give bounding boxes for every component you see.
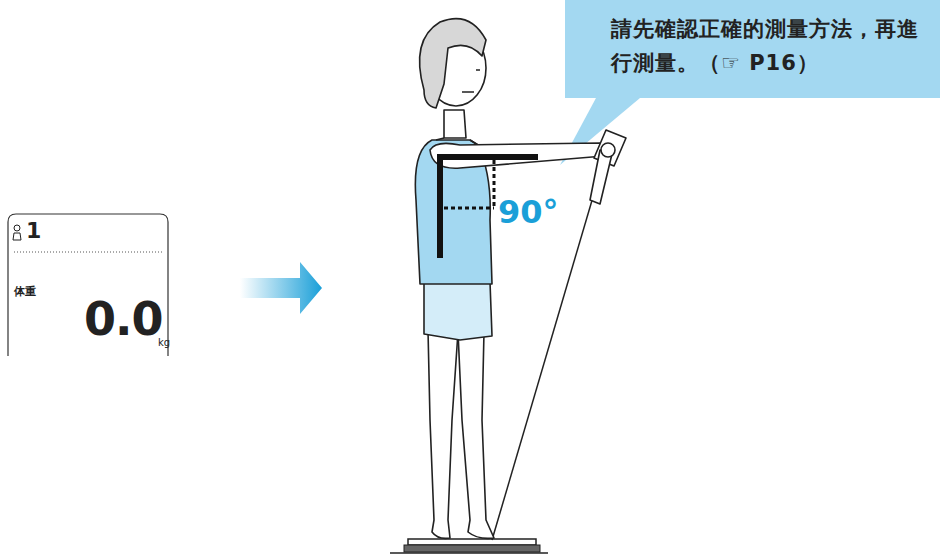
weight-value: 0.0 xyxy=(84,296,163,342)
arrow xyxy=(240,262,322,314)
angle-label: 90° xyxy=(498,196,559,228)
user-icon xyxy=(13,225,21,240)
bubble-text: 請先確認正確的測量方法，再進行測量。（☞ P16） xyxy=(611,12,920,80)
lcd-outline xyxy=(8,214,168,356)
scale xyxy=(390,539,548,553)
lcd-display: 1 体重 0.0kg xyxy=(8,214,168,356)
cord xyxy=(492,180,598,540)
weight-label: 体重 xyxy=(14,286,36,297)
unit-label: kg xyxy=(158,338,170,348)
speech-bubble: 請先確認正確的測量方法，再進行測量。（☞ P16） xyxy=(565,0,940,98)
user-number: 1 xyxy=(26,220,41,242)
lcd-divider xyxy=(14,252,162,253)
